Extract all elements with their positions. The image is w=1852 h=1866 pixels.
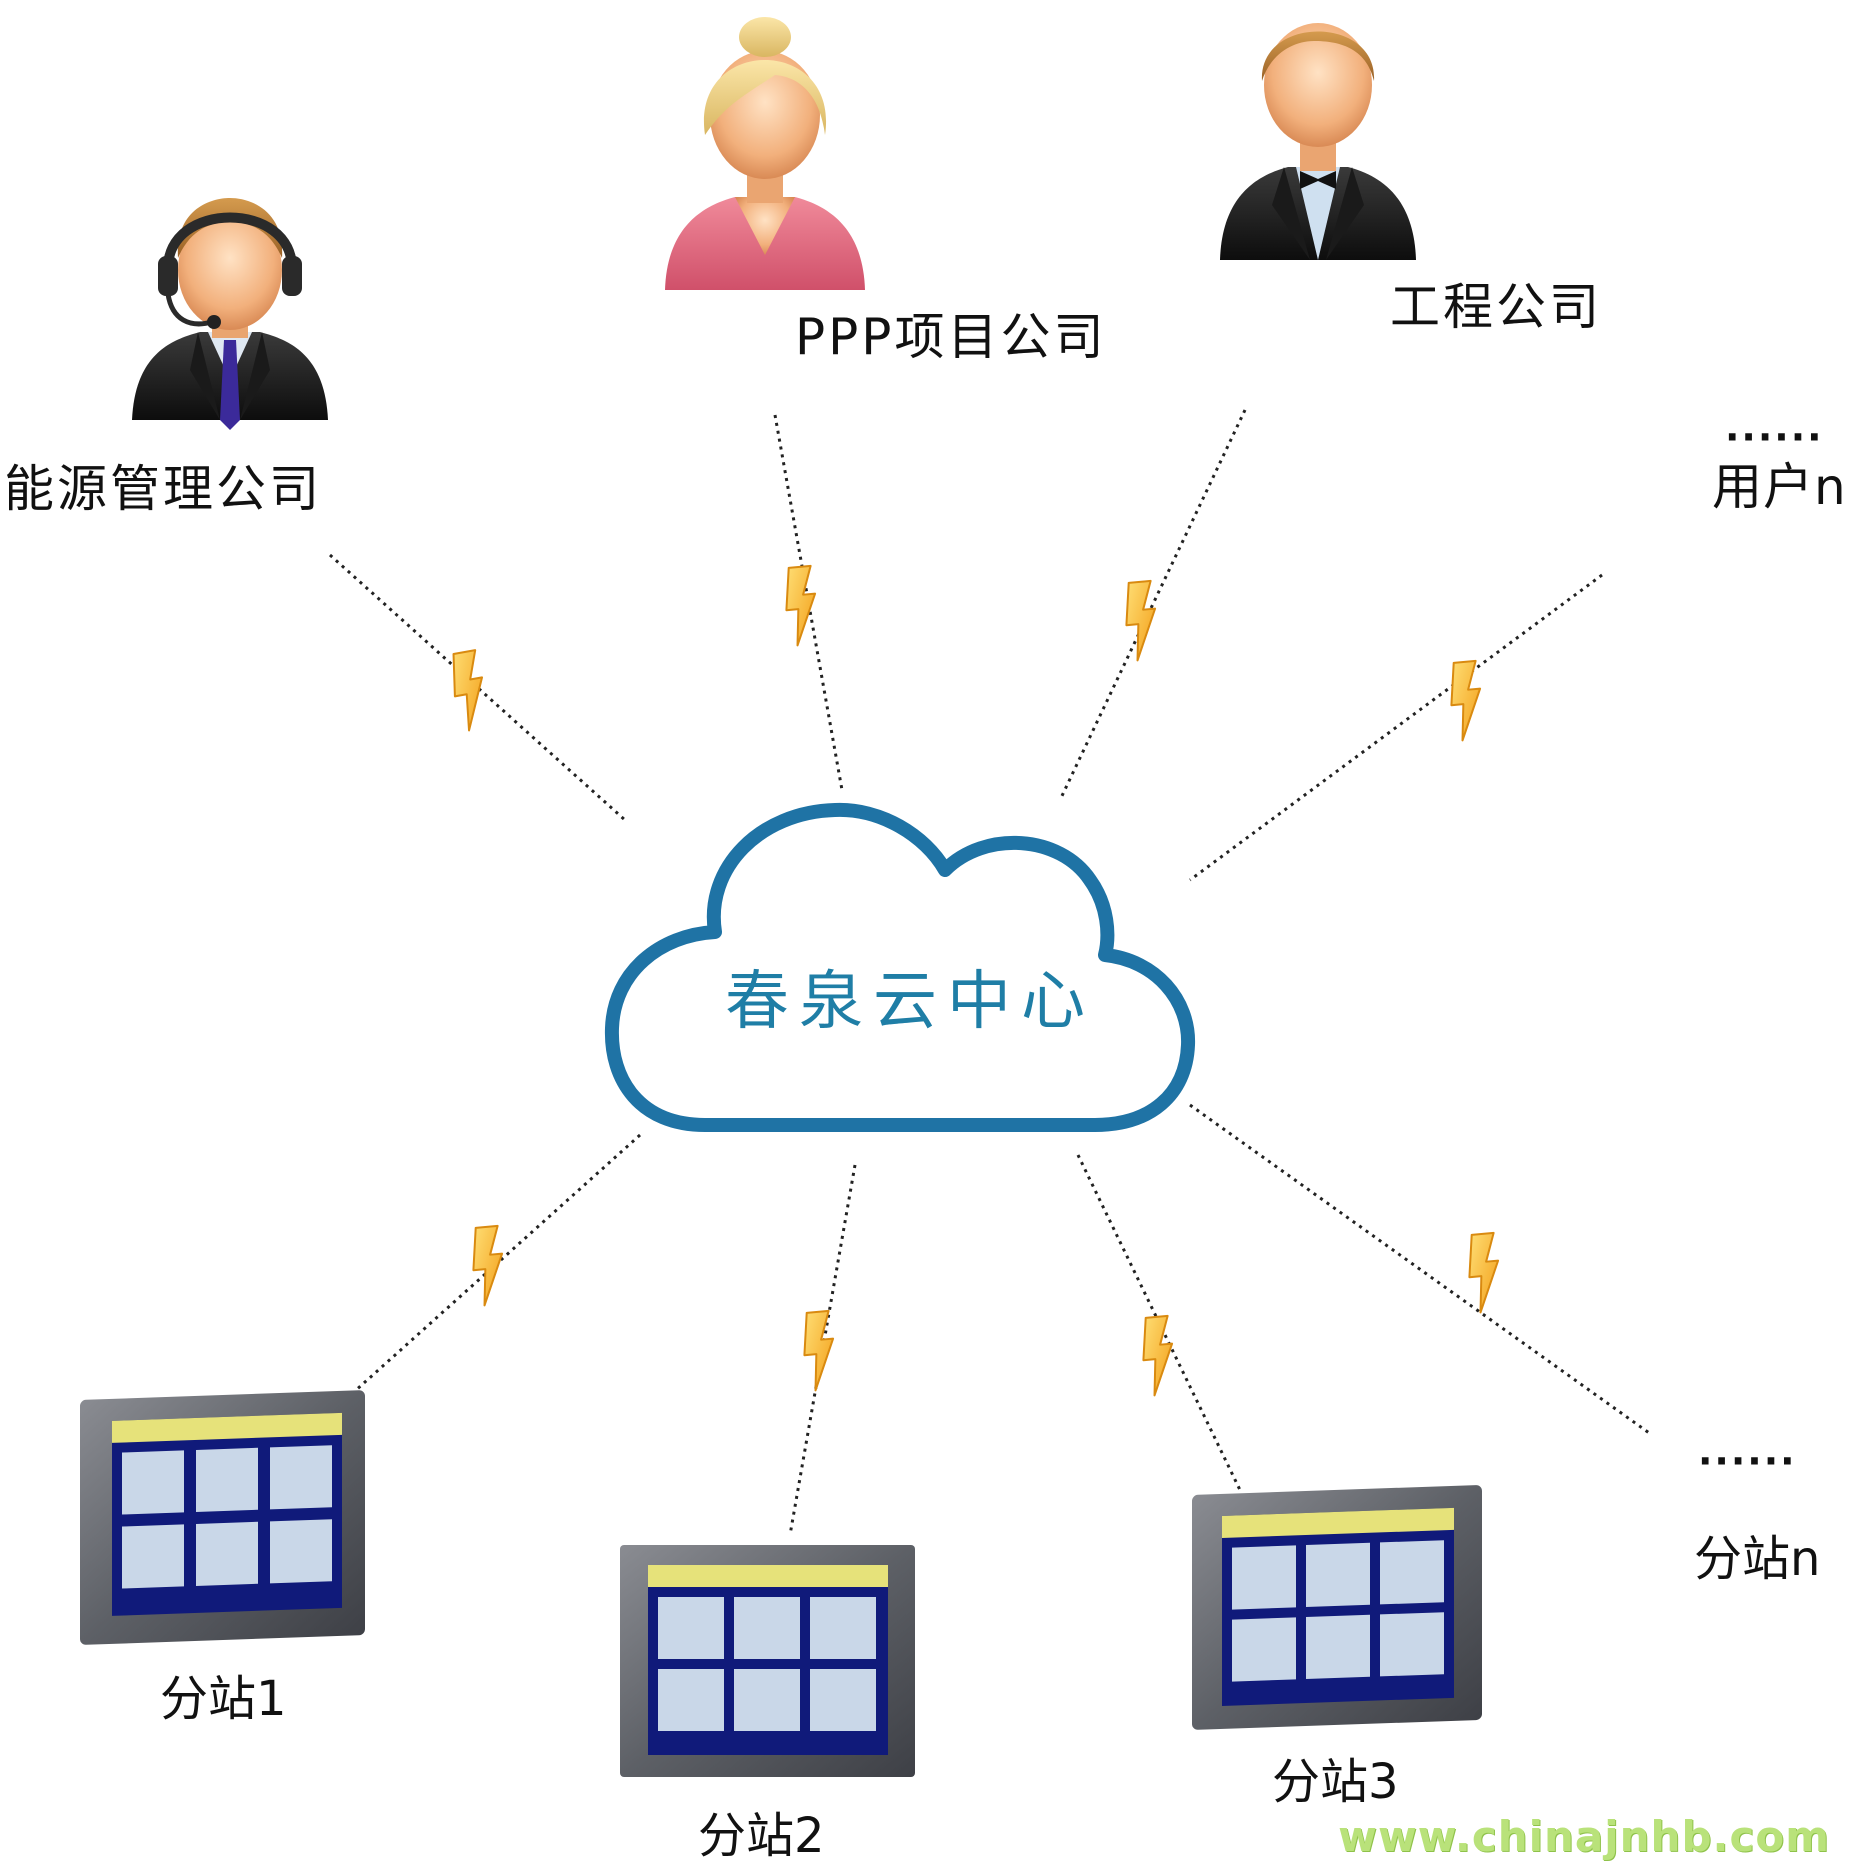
link-station1 — [343, 1133, 642, 1402]
lightning-icon — [785, 564, 817, 647]
link-stationn — [1189, 1103, 1653, 1437]
lightning-icon — [1468, 1231, 1500, 1314]
lightning-icon — [472, 1224, 504, 1307]
link-usern — [1189, 573, 1603, 882]
touch-panel-icon — [1192, 1485, 1482, 1730]
station-label-2: 分站2 — [698, 1808, 825, 1864]
link-station2 — [788, 1164, 857, 1536]
user-label-engineering: 工程公司 — [1390, 278, 1602, 336]
lightning-icon — [452, 649, 484, 732]
link-energy — [328, 553, 627, 822]
businesswoman-icon — [665, 17, 865, 290]
lightning-icon — [1125, 579, 1157, 662]
touch-panel-icon — [620, 1545, 915, 1777]
businessman-icon — [1220, 23, 1416, 260]
station-label-1: 分站1 — [160, 1671, 287, 1727]
link-engineering — [1058, 409, 1247, 801]
user-label-ppp: PPP项目公司 — [795, 308, 1107, 366]
station-ellipsis: ······ — [1698, 1439, 1797, 1483]
lightning-icon — [1450, 659, 1482, 742]
station-label-n: 分站n — [1694, 1531, 1821, 1587]
user-label-usern: 用户n — [1712, 458, 1847, 516]
cloud-label: 春泉云中心 — [725, 965, 1095, 1039]
station-label-3: 分站3 — [1272, 1754, 1399, 1810]
touch-panel-icon — [80, 1390, 365, 1645]
cloud-icon — [604, 802, 1196, 1132]
watermark-text: www.chinajnhb.com — [1338, 1812, 1830, 1861]
lightning-icon — [1142, 1314, 1174, 1397]
lightning-icon — [803, 1309, 835, 1392]
user-ellipsis: ······ — [1725, 415, 1824, 459]
support-agent-icon — [132, 198, 328, 430]
user-label-energy: 能源管理公司 — [4, 460, 322, 518]
lightning-bolts — [452, 564, 1500, 1397]
